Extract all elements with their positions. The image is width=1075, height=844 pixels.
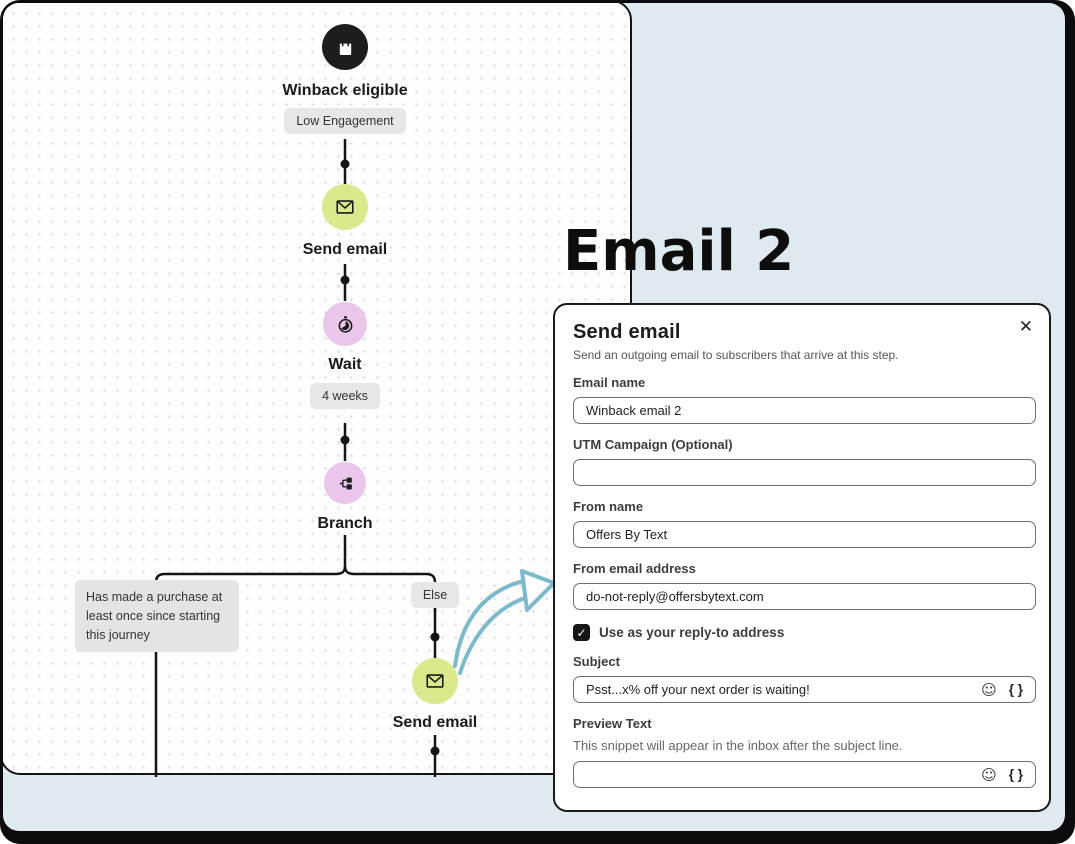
- emoji-picker-icon[interactable]: ☺: [981, 765, 997, 784]
- from-email-label: From email address: [573, 561, 696, 576]
- trigger-node-title: Winback eligible: [282, 82, 408, 99]
- panel-subtitle: Send an outgoing email to subscribers th…: [573, 348, 899, 362]
- annotation-heading: Email 2: [563, 219, 795, 284]
- subject-input[interactable]: [586, 682, 970, 697]
- send-email-2-node[interactable]: [412, 658, 458, 704]
- screen-background: Winback eligible Low Engagement Send ema…: [3, 3, 1065, 831]
- else-badge-row: Else: [325, 582, 545, 608]
- preview-text-helper: This snippet will appear in the inbox af…: [573, 738, 903, 753]
- wait-node-title: Wait: [328, 356, 362, 373]
- reply-to-row: ✓ Use as your reply-to address: [573, 624, 1031, 641]
- trigger-badge-row: Low Engagement: [235, 108, 455, 134]
- branch-icon: [339, 477, 352, 489]
- emoji-picker-icon[interactable]: ☺: [981, 680, 997, 699]
- branch-node-title: Branch: [317, 515, 373, 532]
- from-email-input[interactable]: [573, 583, 1036, 610]
- send-email-1-node[interactable]: [322, 184, 368, 230]
- flow-connectors: [154, 139, 440, 777]
- reply-to-checkbox[interactable]: ✓: [573, 624, 590, 641]
- envelope-icon: [336, 200, 354, 214]
- close-icon[interactable]: ✕: [1018, 317, 1033, 336]
- wait-badge-row: 4 weeks: [235, 383, 455, 409]
- branch-node[interactable]: [324, 462, 366, 504]
- utm-campaign-input[interactable]: [573, 459, 1036, 486]
- trigger-badge: Low Engagement: [284, 108, 406, 134]
- wait-node[interactable]: [323, 302, 367, 346]
- branch-condition-label: Has made a purchase at least once since …: [75, 580, 239, 653]
- merge-tags-icon[interactable]: { }: [1008, 682, 1023, 697]
- timer-icon: [338, 315, 352, 333]
- send-email-panel: ✕ Send email Send an outgoing email to s…: [553, 303, 1051, 812]
- email-name-input[interactable]: [573, 397, 1036, 424]
- utm-campaign-label: UTM Campaign (Optional): [573, 437, 733, 452]
- merge-tags-icon[interactable]: { }: [1008, 767, 1023, 782]
- panel-title: Send email: [573, 321, 681, 343]
- from-name-label: From name: [573, 499, 644, 514]
- flow-canvas: Winback eligible Low Engagement Send ema…: [3, 3, 632, 777]
- subject-label: Subject: [573, 654, 620, 669]
- wait-badge: 4 weeks: [310, 383, 380, 409]
- else-badge: Else: [410, 582, 460, 608]
- subject-input-wrap: ☺ { }: [573, 676, 1036, 703]
- envelope-icon: [426, 674, 444, 688]
- preview-text-input[interactable]: [586, 767, 970, 782]
- send-email-1-title: Send email: [302, 241, 388, 258]
- send-email-2-title: Send email: [392, 714, 478, 731]
- preview-input-wrap: ☺ { }: [573, 761, 1036, 788]
- reply-to-label: Use as your reply-to address: [599, 625, 785, 640]
- from-name-input[interactable]: [573, 521, 1036, 548]
- email-name-label: Email name: [573, 375, 646, 390]
- shopping-bag-icon: [339, 38, 351, 55]
- preview-text-label: Preview Text: [573, 716, 652, 731]
- trigger-node[interactable]: [322, 24, 368, 70]
- annotation-arrow-icon: [453, 569, 556, 675]
